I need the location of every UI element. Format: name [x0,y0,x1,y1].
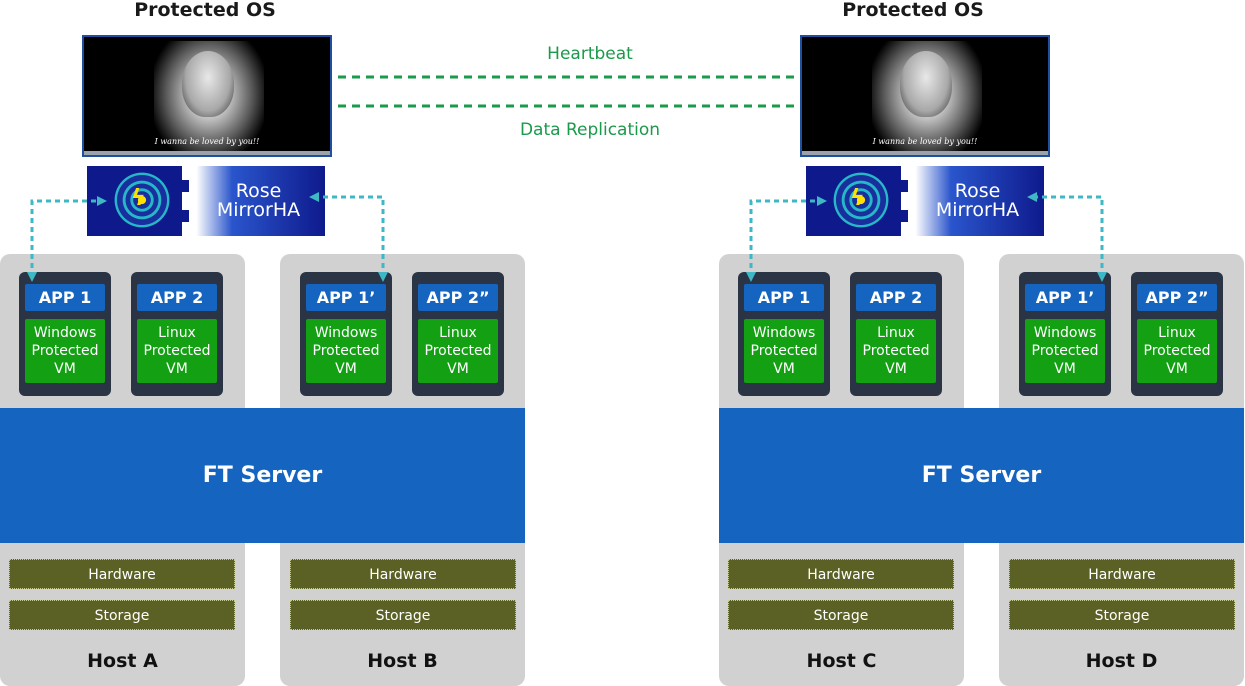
logo-text-mirrorha: MirrorHA [216,199,301,221]
logo-text-mirrorha: MirrorHA [935,199,1020,221]
data-replication-label: Data Replication [519,120,661,140]
vm-os-label: Linux Protected VM [1137,319,1217,383]
vm-os-line: Windows [1033,325,1097,341]
vm-os-label: Linux Protected VM [856,319,936,383]
vm-os-label: Linux Protected VM [418,319,498,383]
mirror-arrow-right-d [1027,192,1107,282]
logo-notch [179,210,189,222]
vm-os-label: Windows Protected VM [306,319,386,383]
swirl-logo-icon [105,170,179,230]
storage-host-d: Storage [1009,600,1235,630]
vm-os-line: VM [1166,361,1188,377]
app-label: APP 1 [25,284,105,311]
screen-caption: I wanna be loved by you!! [872,137,978,146]
vm-os-label: Windows Protected VM [25,319,105,383]
vm-os-line: Linux [439,325,477,341]
app-label: APP 2” [418,284,498,311]
logo-text-rose: Rose [235,180,282,202]
host-b-name: Host B [367,650,438,672]
vm-os-line: Protected [750,343,818,359]
protected-os-screen-left: I wanna be loved by you!! [82,35,332,157]
vm-os-line: Protected [862,343,930,359]
hardware-host-c: Hardware [728,559,954,589]
app-label: APP 1 [744,284,824,311]
lightning-icon: ϟ [131,186,146,211]
ft-server-left: FT Server [0,408,525,543]
vm-os-line: Protected [424,343,492,359]
vm-card-host-b-1: APP 1’ Windows Protected VM [300,272,392,396]
rose-mirrorha-logo-left: ϟ Rose MirrorHA [87,166,325,236]
screen-image-face [900,51,952,117]
vm-card-host-c-2: APP 2 Linux Protected VM [850,272,942,396]
host-a-name: Host A [87,650,158,672]
vm-os-label: Windows Protected VM [744,319,824,383]
protected-os-title-right: Protected OS [842,0,984,21]
hardware-host-d: Hardware [1009,559,1235,589]
vm-os-label: Windows Protected VM [1025,319,1105,383]
vm-card-host-a-2: APP 2 Linux Protected VM [131,272,223,396]
app-label: APP 1’ [1025,284,1105,311]
vm-card-host-b-2: APP 2” Linux Protected VM [412,272,504,396]
ft-server-right: FT Server [719,408,1244,543]
screen-taskbar [84,151,330,155]
mirror-arrow-left-a [27,196,107,282]
screen-image-face [182,51,234,117]
app-label: APP 1’ [306,284,386,311]
host-d-name: Host D [1085,650,1158,672]
vm-os-line: Windows [752,325,816,341]
app-label: APP 2 [137,284,217,311]
vm-os-line: Protected [31,343,99,359]
vm-os-line: Windows [314,325,378,341]
hardware-host-b: Hardware [290,559,516,589]
vm-os-line: VM [773,361,795,377]
vm-os-line: VM [54,361,76,377]
storage-host-a: Storage [9,600,235,630]
app-label: APP 2 [856,284,936,311]
vm-os-line: Protected [143,343,211,359]
mirror-arrow-right-c [746,196,827,282]
rose-mirrorha-logo-right: ϟ Rose MirrorHA [806,166,1044,236]
logo-text-rose: Rose [954,180,1001,202]
vm-os-line: VM [166,361,188,377]
logo-notch [898,210,908,222]
vm-os-line: Windows [33,325,97,341]
lightning-icon: ϟ [850,186,865,211]
protected-os-screen-right: I wanna be loved by you!! [800,35,1050,157]
vm-os-line: Protected [1143,343,1211,359]
vm-card-host-a-1: APP 1 Windows Protected VM [19,272,111,396]
logo-notch [898,180,908,192]
vm-os-line: VM [335,361,357,377]
vm-os-line: Protected [1031,343,1099,359]
protected-os-title-left: Protected OS [134,0,276,21]
vm-os-line: VM [1054,361,1076,377]
vm-os-line: VM [447,361,469,377]
vm-os-label: Linux Protected VM [137,319,217,383]
vm-card-host-d-2: APP 2” Linux Protected VM [1131,272,1223,396]
app-label: APP 2” [1137,284,1217,311]
vm-os-line: Linux [1158,325,1196,341]
host-c-name: Host C [806,650,877,672]
vm-os-line: Protected [312,343,380,359]
screen-caption: I wanna be loved by you!! [154,137,260,146]
vm-card-host-d-1: APP 1’ Windows Protected VM [1019,272,1111,396]
vm-os-line: Linux [877,325,915,341]
swirl-logo-icon [824,170,898,230]
vm-os-line: VM [885,361,907,377]
logo-text-panel [182,166,325,236]
heartbeat-label: Heartbeat [547,44,633,64]
vm-os-line: Linux [158,325,196,341]
logo-text-panel [901,166,1044,236]
logo-notch [179,180,189,192]
screen-taskbar [802,151,1048,155]
storage-host-b: Storage [290,600,516,630]
vm-card-host-c-1: APP 1 Windows Protected VM [738,272,830,396]
storage-host-c: Storage [728,600,954,630]
hardware-host-a: Hardware [9,559,235,589]
mirror-arrow-left-b [309,192,388,282]
